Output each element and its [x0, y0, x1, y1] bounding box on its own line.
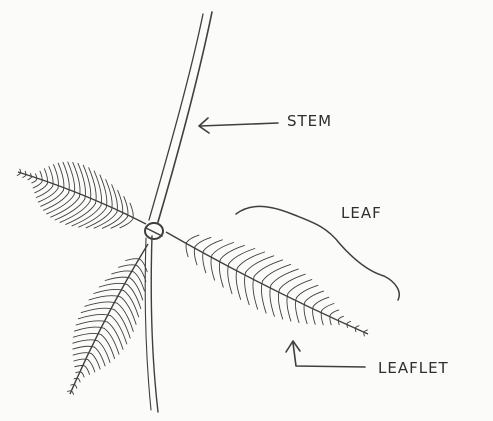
pinna-stroke	[35, 184, 48, 193]
pinna-stroke	[41, 190, 64, 206]
pinna-stroke	[271, 269, 298, 285]
stem-label: STEM	[287, 112, 332, 130]
pinna-stroke	[36, 174, 37, 180]
pinna-stroke	[220, 245, 244, 259]
pinna-stroke	[347, 323, 348, 327]
pinna-stroke	[51, 197, 80, 217]
pinna-stroke	[339, 316, 344, 319]
pinna-stroke	[288, 280, 312, 294]
lower-left-leaflet	[68, 244, 149, 395]
leaf-rachis	[166, 232, 368, 334]
pinna-stroke	[364, 330, 368, 332]
leaflet-arrow	[286, 341, 365, 367]
pinna-stroke	[81, 372, 84, 377]
pinna-stroke	[187, 235, 199, 242]
pinna-stroke	[330, 310, 339, 315]
pinna-stroke	[23, 175, 26, 177]
leaf-node	[145, 223, 163, 239]
pinna-stroke	[338, 319, 339, 325]
pinna-stroke	[47, 195, 74, 214]
pinna-stroke	[229, 249, 255, 264]
pinna-stroke	[71, 385, 75, 386]
stem-arrow	[199, 118, 278, 133]
pinna-stroke	[17, 173, 20, 175]
pinna-stroke	[86, 210, 112, 228]
pinna-stroke	[212, 243, 234, 256]
stem-drawing	[145, 12, 212, 412]
pinna-stroke	[28, 177, 31, 179]
pinna-stroke	[204, 240, 223, 251]
pinna-stroke	[72, 391, 74, 395]
pinna-stroke	[296, 285, 318, 298]
pinna-stroke	[134, 272, 145, 291]
pinna-stroke	[85, 366, 90, 375]
pinna-stroke	[32, 180, 37, 183]
pinna-stroke	[33, 182, 42, 188]
pinna-stroke	[124, 291, 139, 317]
leaves-group	[17, 162, 368, 395]
pinna-stroke	[347, 321, 351, 323]
upper-left-leaflet	[17, 162, 146, 228]
pinna-stroke	[120, 219, 133, 228]
leaf-rachis	[70, 244, 148, 394]
pinna-stroke	[356, 326, 360, 328]
pinna-stroke	[137, 266, 146, 282]
pinna-stroke	[76, 372, 82, 373]
pinna-stroke	[313, 297, 329, 306]
pinna-stroke	[75, 385, 77, 389]
pinna-stroke	[280, 274, 306, 289]
pinna-stroke	[322, 304, 334, 311]
leaf-label: LEAF	[341, 204, 382, 222]
pinna-stroke	[195, 237, 211, 246]
pinna-stroke	[94, 212, 117, 228]
pinna-stroke	[88, 360, 95, 372]
pinna-stroke	[355, 328, 356, 332]
pinna-stroke	[78, 379, 80, 383]
pinna-stroke	[44, 193, 69, 211]
right-leaflet	[166, 232, 368, 336]
leaflet-label: LEAFLET	[378, 359, 449, 377]
pinna-stroke	[94, 347, 105, 366]
